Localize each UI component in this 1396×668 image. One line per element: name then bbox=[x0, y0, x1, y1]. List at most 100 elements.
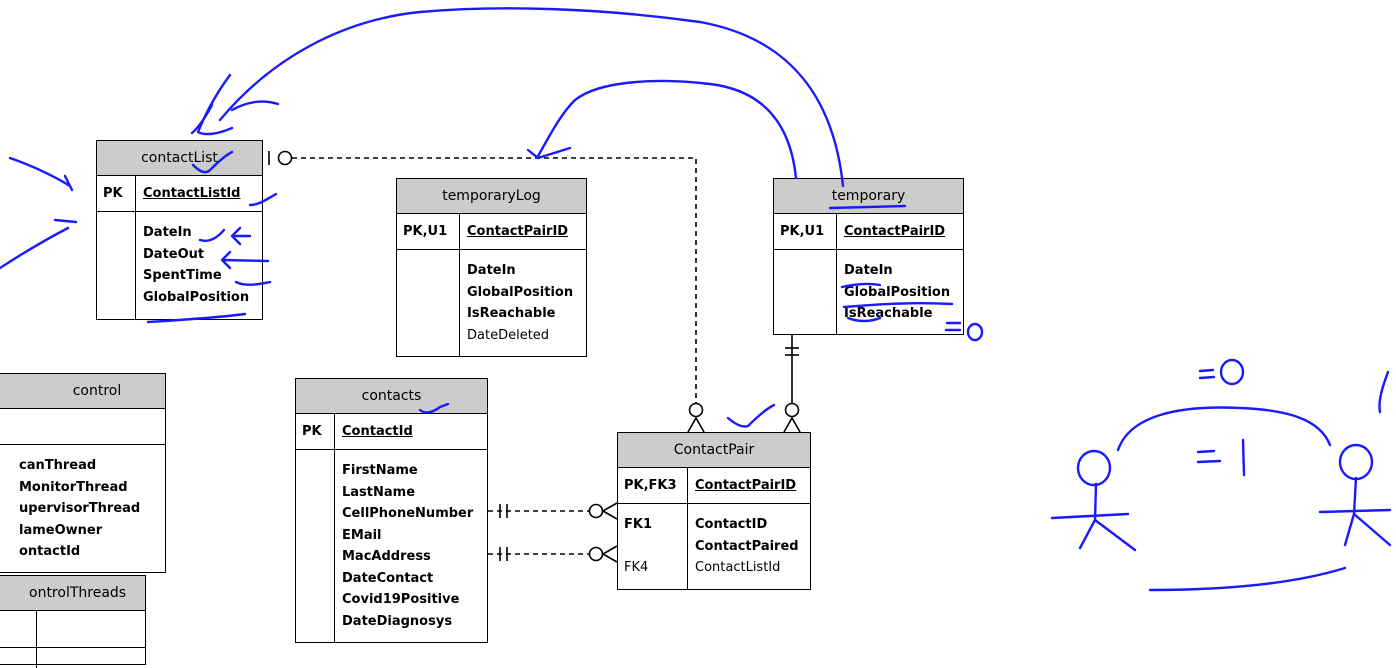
field: CellPhoneNumber bbox=[342, 506, 474, 521]
pk-field: ContactId bbox=[342, 424, 413, 439]
ink-arc bbox=[1148, 566, 1347, 592]
ink-stroke bbox=[190, 103, 214, 135]
rel-circle bbox=[588, 546, 604, 562]
pk-label: PK,FK3 bbox=[618, 468, 688, 503]
pk-field: ContactPairID bbox=[695, 478, 797, 493]
field: DateIn bbox=[467, 263, 516, 278]
entity-title: control bbox=[0, 374, 165, 409]
rel-circle bbox=[784, 402, 800, 418]
ink-zero bbox=[1219, 358, 1245, 386]
field: ontactId bbox=[19, 544, 81, 559]
rel-circle bbox=[277, 150, 293, 166]
ink-stroke bbox=[196, 73, 234, 136]
ink-stroke bbox=[234, 280, 272, 286]
entity-controlthreads[interactable]: ontrolThreads bbox=[0, 575, 146, 668]
pk-label: PK bbox=[97, 176, 136, 211]
field: MacAddress bbox=[342, 549, 431, 564]
field: lameOwner bbox=[19, 522, 103, 538]
field: ContactPaired bbox=[695, 538, 799, 554]
field: DateDeleted bbox=[467, 327, 550, 343]
ink-person-body bbox=[1318, 476, 1392, 547]
field: IsReachable bbox=[844, 306, 933, 321]
rel-crowfoot bbox=[783, 416, 801, 433]
entity-contactlist[interactable]: contactList PK ContactListId DateIn Date… bbox=[96, 140, 263, 320]
ink-check bbox=[191, 150, 234, 174]
ink-equals bbox=[1196, 449, 1222, 464]
ink-underline bbox=[840, 282, 882, 289]
ink-arrow-small bbox=[220, 250, 270, 270]
entity-contactpair[interactable]: ContactPair PK,FK3 ContactPairID FK1 FK4… bbox=[617, 432, 811, 590]
ink-arrow-small bbox=[230, 226, 252, 246]
ink-underline bbox=[846, 316, 882, 323]
field: GlobalPosition bbox=[844, 284, 951, 300]
pk-label: PK,U1 bbox=[774, 214, 837, 249]
ink-equals bbox=[944, 321, 962, 332]
entity-title: contacts bbox=[296, 379, 487, 414]
ink-arrow bbox=[8, 156, 72, 188]
fk4-label: FK4 bbox=[624, 560, 649, 575]
ink-person-head bbox=[1338, 443, 1374, 481]
field: upervisorThread bbox=[19, 501, 141, 516]
entity-temporarylog[interactable]: temporaryLog PK,U1 ContactPairID DateIn … bbox=[396, 178, 587, 357]
field: DateOut bbox=[143, 246, 205, 262]
field: ContactListId bbox=[695, 560, 781, 575]
ink-arc-top bbox=[218, 7, 845, 188]
ink-stroke bbox=[63, 174, 74, 192]
field: canThread bbox=[19, 458, 97, 473]
field: SpentTime bbox=[143, 268, 222, 283]
ink-stroke bbox=[53, 218, 78, 224]
entity-title: ContactPair bbox=[618, 433, 810, 468]
ink-one bbox=[1241, 438, 1246, 477]
rel-crowfoot bbox=[601, 545, 618, 563]
entity-title: temporaryLog bbox=[397, 179, 586, 214]
field: LastName bbox=[342, 484, 416, 500]
entity-contacts[interactable]: contacts PK ContactId FirstName LastName… bbox=[295, 378, 488, 643]
ink-underline bbox=[146, 312, 247, 324]
rel-crowfoot bbox=[601, 502, 618, 520]
ink-arrow bbox=[0, 226, 70, 270]
pk-label: PK,U1 bbox=[397, 214, 460, 249]
field: GlobalPosition bbox=[467, 284, 574, 300]
field: Covid19Positive bbox=[342, 592, 460, 607]
ink-check bbox=[248, 192, 278, 207]
ink-arc-mid bbox=[535, 79, 798, 180]
pk-field: ContactPairID bbox=[467, 224, 569, 239]
field: MonitorThread bbox=[19, 479, 128, 495]
pk-field: ContactListId bbox=[143, 186, 241, 201]
ink-check bbox=[198, 228, 226, 242]
rel-crowfoot bbox=[687, 416, 705, 433]
relationship-lines bbox=[268, 150, 801, 563]
ink-check bbox=[418, 402, 450, 414]
ink-stroke bbox=[1378, 370, 1390, 414]
ink-stroke bbox=[526, 146, 572, 160]
field: EMail bbox=[342, 527, 382, 543]
rel-contactlist-contactpair bbox=[292, 157, 697, 403]
field: GlobalPosition bbox=[143, 289, 250, 305]
field: DateIn bbox=[143, 225, 192, 240]
field: DateDiagnosys bbox=[342, 613, 453, 629]
handwritten-annotations bbox=[0, 7, 1392, 592]
field: ContactID bbox=[695, 517, 768, 532]
field: DateContact bbox=[342, 570, 434, 586]
pk-field: ContactPairID bbox=[844, 224, 946, 239]
entity-title: contactList bbox=[97, 141, 262, 176]
ink-equals bbox=[1198, 368, 1216, 380]
pk-label: PK bbox=[296, 414, 335, 449]
entity-control[interactable]: control canThread MonitorThread uperviso… bbox=[0, 373, 166, 573]
ink-person-body bbox=[1050, 482, 1137, 552]
field: IsReachable bbox=[467, 306, 556, 321]
ink-arc bbox=[1116, 406, 1332, 452]
entity-title: ontrolThreads bbox=[0, 576, 145, 611]
ink-underline bbox=[842, 301, 954, 309]
field: DateIn bbox=[844, 263, 893, 278]
rel-circle bbox=[588, 503, 604, 519]
fk1-label: FK1 bbox=[624, 517, 652, 532]
ink-check bbox=[726, 403, 776, 428]
rel-circle bbox=[688, 402, 704, 418]
ink-stroke bbox=[230, 100, 280, 112]
field: FirstName bbox=[342, 463, 418, 478]
ink-person-head bbox=[1076, 449, 1112, 487]
ink-underline bbox=[828, 204, 907, 210]
ink-zero bbox=[966, 322, 984, 342]
